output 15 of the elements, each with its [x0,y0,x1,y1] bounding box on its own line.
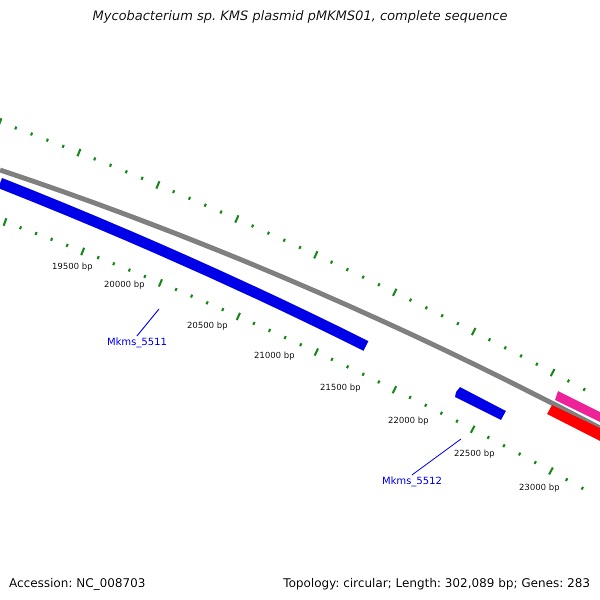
title: Mycobacterium sp. KMS plasmid pMKMS01, complete sequence [92,9,508,24]
position-label: 20000 bp [104,280,145,290]
gene-label: Mkms_5511 [107,337,167,348]
position-label: 21500 bp [320,383,361,393]
leader-line [411,438,462,476]
position-label: 22000 bp [388,416,429,426]
leader-line [136,308,160,336]
position-label: 21000 bp [254,351,295,361]
position-label: 20500 bp [187,321,228,331]
position-label: 22500 bp [454,449,495,459]
gene-label: Mkms_5512 [382,476,442,487]
position-label: 19500 bp [52,262,93,272]
genome-info-text: Topology: circular; Length: 302,089 bp; Genes: 283 [283,576,590,590]
position-label: 23000 bp [519,483,560,493]
accession-text: Accession: NC_008703 [9,576,146,590]
